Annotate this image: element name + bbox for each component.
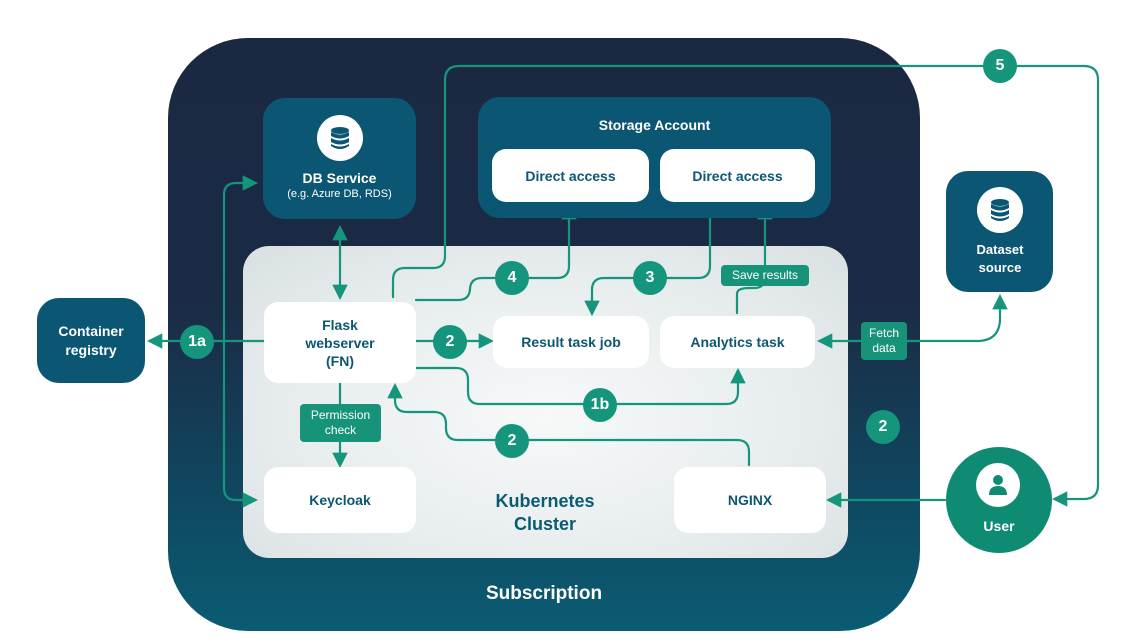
result-task-box: Result task job bbox=[493, 316, 649, 368]
db-service-title: DB Service bbox=[302, 170, 377, 186]
dataset-source-title: Dataset source bbox=[976, 242, 1024, 275]
line-nginx-flask bbox=[387, 382, 751, 467]
nginx-box: NGINX bbox=[674, 467, 826, 533]
save-results-tag: Save results bbox=[721, 265, 809, 286]
line-step5 bbox=[391, 64, 1100, 507]
step-2-badge: 2 bbox=[866, 410, 900, 444]
kubernetes-cluster-label: Kubernetes Cluster bbox=[495, 491, 595, 534]
line-step4 bbox=[414, 203, 577, 302]
user-icon bbox=[976, 463, 1020, 507]
db-service-subtitle: (e.g. Azure DB, RDS) bbox=[287, 188, 392, 200]
container-registry-title: Container registry bbox=[58, 322, 124, 358]
permission-check-tag: Permission check bbox=[300, 404, 381, 442]
line-dataset-analytics bbox=[816, 293, 1008, 349]
user-label: User bbox=[983, 518, 1015, 534]
fetch-data-tag: Fetch data bbox=[861, 322, 907, 360]
step-4-badge: 4 bbox=[495, 261, 529, 295]
step-2-badge: 2 bbox=[433, 325, 467, 359]
direct-access-box-2: Direct access bbox=[660, 149, 815, 202]
step-1b-badge: 1b bbox=[583, 388, 617, 422]
flask-webserver-box: Flask webserver (FN) bbox=[264, 302, 416, 383]
step-1a-badge: 1a bbox=[180, 325, 214, 359]
line-step3 bbox=[584, 205, 712, 317]
storage-account-title: Storage Account bbox=[598, 117, 711, 133]
keycloak-box: Keycloak bbox=[264, 467, 416, 533]
step-5-badge: 5 bbox=[983, 49, 1017, 83]
line-step1b bbox=[414, 366, 746, 406]
step-2-badge: 2 bbox=[495, 424, 529, 458]
direct-access-box-1: Direct access bbox=[492, 149, 649, 202]
fetch-data-label: Fetch data bbox=[868, 326, 899, 355]
step-3-badge: 3 bbox=[633, 261, 667, 295]
flask-webserver-label: Flask webserver (FN) bbox=[305, 316, 375, 369]
line-save-results bbox=[735, 203, 773, 315]
container-registry-box: Container registry bbox=[37, 298, 145, 383]
permission-check-label: Permission check bbox=[310, 408, 371, 437]
subscription-label: Subscription bbox=[485, 583, 603, 604]
database-icon bbox=[317, 115, 363, 161]
db-service-box: DB Service (e.g. Azure DB, RDS) bbox=[263, 98, 416, 219]
analytics-task-box: Analytics task bbox=[660, 316, 815, 368]
line-db-keycloak bbox=[222, 175, 259, 508]
dataset-source-box: Dataset source bbox=[946, 171, 1053, 292]
user-node: User bbox=[946, 447, 1052, 553]
database-icon bbox=[977, 187, 1023, 233]
